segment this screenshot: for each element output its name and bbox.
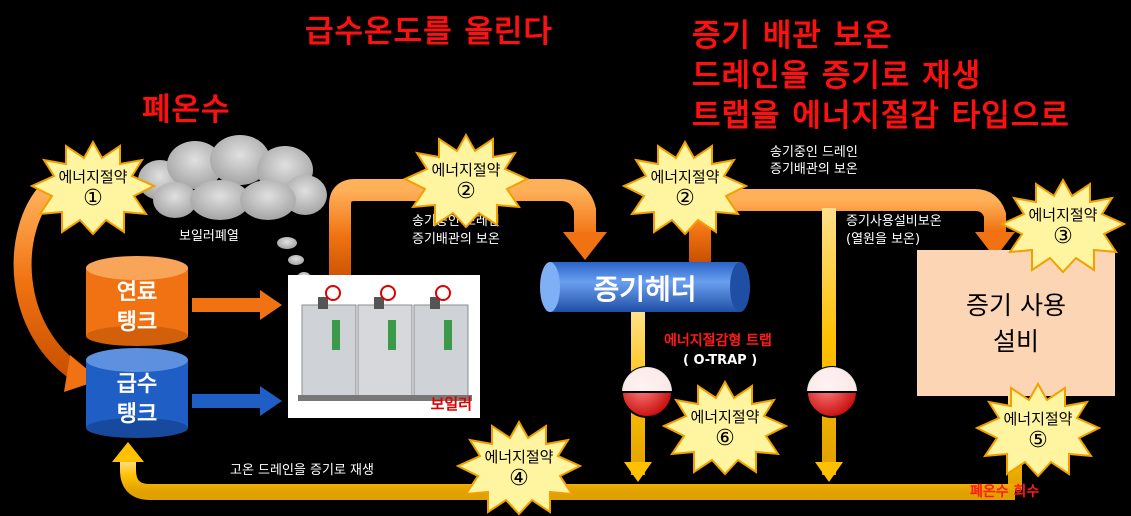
note-equipment-1: 증기사용설비보온 bbox=[846, 214, 942, 229]
steam-pipe-to-equipment bbox=[689, 189, 1006, 262]
feed-tank-label: 급수 탱크 bbox=[116, 372, 158, 427]
title-waste-heat: 폐온수 bbox=[142, 92, 231, 128]
boiler-image: 보일러 bbox=[288, 275, 480, 418]
title-steam-line-2: 드레인을 증기로 재생 bbox=[692, 58, 982, 94]
return-pipe bbox=[120, 460, 1015, 500]
note-regen: 고온 드레인을 증기로 재생 bbox=[230, 463, 374, 478]
note-right-drain-1: 송기중인 드레인 bbox=[770, 145, 858, 160]
fuel-tank bbox=[86, 256, 188, 346]
starburst-icon bbox=[622, 140, 748, 236]
badge-energy-saving-4: 에너지절약 ④ bbox=[456, 420, 582, 516]
note-equipment-2: (열원을 보온) bbox=[846, 232, 921, 247]
return-arrowhead bbox=[112, 442, 144, 462]
waste-heat-arrow bbox=[13, 183, 86, 383]
starburst-icon bbox=[662, 380, 788, 476]
fuel-arrowhead bbox=[260, 290, 282, 320]
feed-tank bbox=[86, 348, 188, 438]
boiler-illustration bbox=[298, 285, 472, 401]
note-boiler-exhaust: 보일러폐열 bbox=[179, 229, 239, 244]
starburst-icon bbox=[975, 382, 1101, 478]
steam-header-shape bbox=[540, 262, 750, 312]
note-transit-drain-1: 송기중인 드레인 bbox=[412, 214, 500, 229]
note-right-drain-2: 증기배관의 보온 bbox=[770, 162, 858, 177]
note-o-trap: ( O-TRAP ) bbox=[683, 353, 758, 368]
badge-energy-saving-1: 에너지절약 ① bbox=[30, 140, 156, 236]
header-arrowhead bbox=[563, 232, 607, 260]
starburst-icon bbox=[30, 140, 156, 236]
fuel-tank-label: 연료 탱크 bbox=[116, 280, 158, 335]
badge-energy-saving-2a: 에너지절약 ② bbox=[403, 133, 529, 229]
note-transit-drain-2: 증기배관의 보온 bbox=[412, 232, 500, 247]
note-wastewater: 폐온수 회수 bbox=[970, 484, 1040, 500]
trap-right bbox=[806, 366, 858, 418]
title-steam-line-3: 트랩을 에너지절감 타입으로 bbox=[692, 98, 1070, 134]
title-raise-feed-temp: 급수온도를 올린다 bbox=[305, 14, 553, 50]
badge-energy-saving-2b: 에너지절약 ② bbox=[622, 140, 748, 236]
badge-energy-saving-6: 에너지절약 ⑥ bbox=[662, 380, 788, 476]
note-trap-type: 에너지절감형 트랩 bbox=[664, 333, 772, 349]
starburst-icon bbox=[403, 133, 529, 229]
steam-header: 증기헤더 bbox=[593, 273, 697, 306]
badge-energy-saving-3: 에너지절약 ③ bbox=[1000, 178, 1126, 274]
badge-energy-saving-5: 에너지절약 ⑤ bbox=[975, 382, 1101, 478]
exhaust-cloud bbox=[138, 135, 327, 280]
equipment-arrowhead bbox=[975, 232, 1015, 258]
trap-left bbox=[621, 366, 673, 418]
steam-use-equipment: 증기 사용 설비 bbox=[917, 250, 1115, 396]
feed-arrowhead bbox=[260, 386, 282, 416]
starburst-icon bbox=[1000, 178, 1126, 274]
title-steam-line-1: 증기 배관 보온 bbox=[692, 18, 893, 54]
boiler-label: 보일러 bbox=[430, 395, 472, 413]
